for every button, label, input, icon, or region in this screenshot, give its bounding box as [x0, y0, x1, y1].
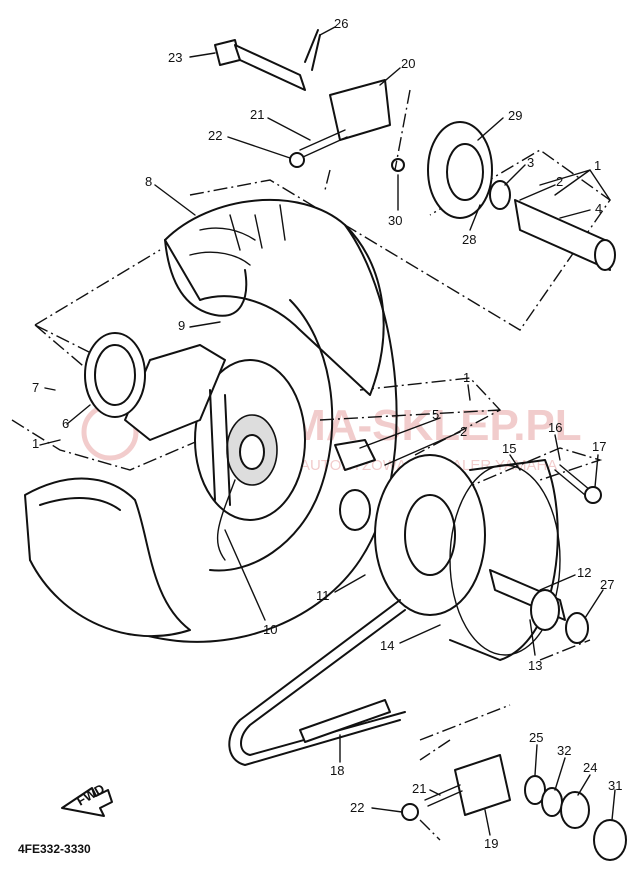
callout-17: 17	[592, 439, 606, 454]
rear-tire	[24, 199, 398, 643]
callout-6: 6	[62, 416, 69, 431]
callout-14: 14	[380, 638, 394, 653]
callout-2-mid: 2	[460, 424, 467, 439]
callout-9: 9	[178, 318, 185, 333]
callout-5: 5	[432, 407, 439, 422]
wheel-hub	[124, 344, 306, 561]
callout-22-bottom: 22	[350, 800, 364, 815]
callout-8: 8	[145, 174, 152, 189]
callout-18: 18	[330, 763, 344, 778]
callout-24: 24	[583, 760, 597, 775]
callout-3: 3	[527, 155, 534, 170]
callout-22: 22	[208, 128, 222, 143]
callout-labels: 23 26 20 21 22 29 3 1 2 4 30 28 8 9 7 6 …	[32, 16, 622, 851]
callout-12: 12	[577, 565, 591, 580]
callout-15: 15	[502, 441, 516, 456]
callout-27: 27	[600, 577, 614, 592]
callout-19: 19	[484, 836, 498, 851]
drive-chain	[228, 599, 406, 766]
callout-11: 11	[316, 588, 330, 603]
callout-21-bottom: 21	[412, 781, 426, 796]
callout-32: 32	[557, 743, 571, 758]
callout-30: 30	[388, 213, 402, 228]
callout-21: 21	[250, 107, 264, 122]
axle-assembly	[214, 29, 616, 271]
callout-10: 10	[263, 622, 277, 637]
callout-4: 4	[595, 201, 602, 216]
fwd-arrow: FWD	[61, 781, 113, 817]
callout-1-top: 1	[594, 158, 601, 173]
callout-31: 31	[608, 778, 622, 793]
diagram-code: 4FE332-3330	[18, 842, 91, 856]
callout-25: 25	[529, 730, 543, 745]
callout-7: 7	[32, 380, 39, 395]
callout-28: 28	[462, 232, 476, 247]
callout-2-top: 2	[556, 174, 563, 189]
callout-1-left: 1	[32, 436, 39, 451]
callout-26: 26	[334, 16, 348, 31]
callout-23: 23	[168, 50, 182, 65]
callout-16: 16	[548, 420, 562, 435]
sprocket-assembly	[334, 439, 602, 661]
damper-ring	[84, 332, 146, 418]
callout-13: 13	[528, 658, 542, 673]
callout-1-mid: 1	[463, 370, 470, 385]
leader-lines	[39, 26, 616, 836]
callout-20: 20	[401, 56, 415, 71]
callout-29: 29	[508, 108, 522, 123]
chain-adjuster	[401, 754, 627, 861]
